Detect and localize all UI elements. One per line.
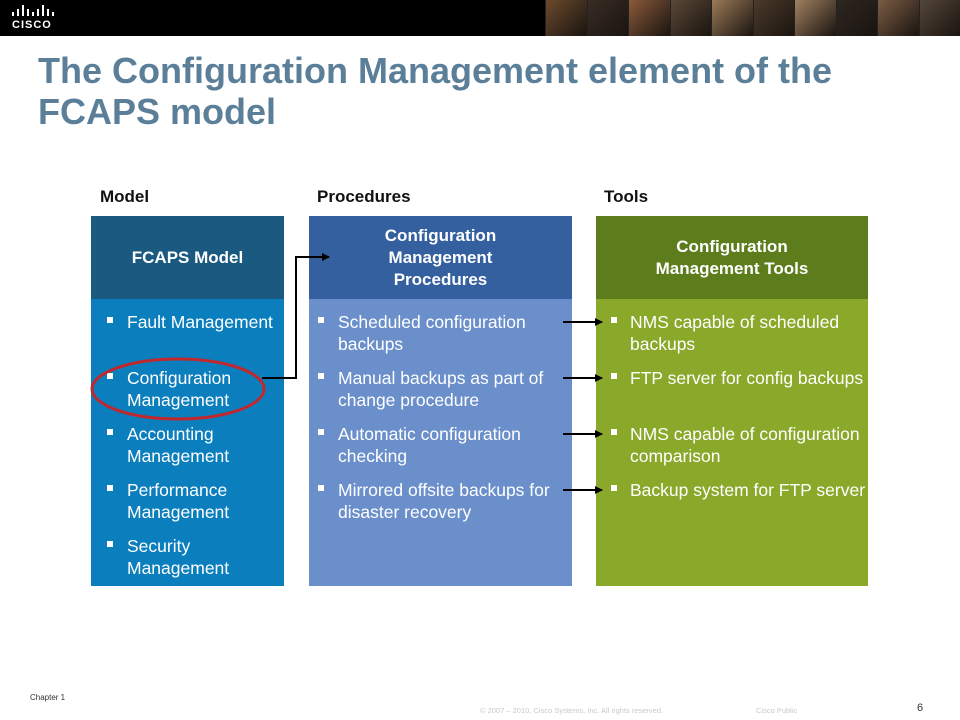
tools-box-body: NMS capable of scheduled backups FTP ser… — [596, 299, 868, 586]
procedure-item: Mirrored offsite backups for disaster re… — [318, 479, 568, 523]
photo-tile — [794, 0, 836, 36]
tool-item: NMS capable of configuration comparison — [611, 423, 866, 467]
procedure-item: Automatic configuration checking — [318, 423, 568, 467]
cisco-logo-text: CISCO — [12, 19, 52, 31]
tool-item: NMS capable of scheduled backups — [611, 311, 866, 355]
bullet-icon — [611, 317, 617, 323]
bullet-icon — [107, 373, 113, 379]
procedures-column: Configuration Management Procedures Sche… — [309, 216, 572, 586]
heading-tools: Tools — [604, 187, 649, 206]
procedures-box-title: Configuration Management Procedures — [309, 216, 572, 299]
bullet-icon — [611, 373, 617, 379]
bullet-icon — [318, 429, 324, 435]
model-item: Performance Management — [107, 479, 277, 523]
model-item: Configuration Management — [107, 367, 277, 411]
bullet-icon — [318, 485, 324, 491]
chapter-label: Chapter 1 — [30, 693, 66, 702]
photo-tile — [918, 0, 960, 36]
model-box-title: FCAPS Model — [91, 216, 284, 299]
photo-tile — [711, 0, 753, 36]
tools-box-title: Configuration Management Tools — [596, 216, 868, 299]
bullet-icon — [107, 485, 113, 491]
classification-label: Cisco Public — [756, 706, 798, 715]
tools-column: Configuration Management Tools NMS capab… — [596, 216, 868, 586]
bullet-icon — [107, 317, 113, 323]
photo-tile — [586, 0, 628, 36]
page-number: 6 — [917, 702, 924, 714]
procedure-item: Manual backups as part of change procedu… — [318, 367, 568, 411]
heading-procedures: Procedures — [317, 187, 411, 206]
tool-item: Backup system for FTP server — [611, 479, 866, 501]
bullet-icon — [107, 541, 113, 547]
bullet-icon — [318, 317, 324, 323]
bullet-icon — [611, 485, 617, 491]
model-box-body: Fault Management Configuration Managemen… — [91, 299, 284, 586]
tool-item: FTP server for config backups — [611, 367, 866, 389]
photo-tile — [877, 0, 919, 36]
heading-model: Model — [100, 187, 150, 206]
procedure-item: Scheduled configuration backups — [318, 311, 568, 355]
cisco-logo-bars-icon — [12, 4, 58, 16]
bullet-icon — [318, 373, 324, 379]
model-column: FCAPS Model Fault Management Configurati… — [91, 216, 284, 586]
photo-tile — [669, 0, 711, 36]
model-item: Accounting Management — [107, 423, 277, 467]
model-item: Fault Management — [107, 311, 277, 333]
photo-tile — [835, 0, 877, 36]
photo-tile — [545, 0, 587, 36]
model-item: Security Management — [107, 535, 277, 579]
cisco-logo: CISCO — [10, 4, 60, 32]
photo-strip — [545, 0, 960, 36]
slide-title: The Configuration Management element of … — [38, 50, 833, 132]
photo-tile — [628, 0, 670, 36]
header-banner: CISCO — [0, 0, 960, 36]
procedures-box-body: Scheduled configuration backups Manual b… — [309, 299, 572, 586]
bullet-icon — [611, 429, 617, 435]
photo-tile — [752, 0, 794, 36]
bullet-icon — [107, 429, 113, 435]
copyright-text: © 2007 – 2010, Cisco Systems, Inc. All r… — [480, 706, 664, 715]
